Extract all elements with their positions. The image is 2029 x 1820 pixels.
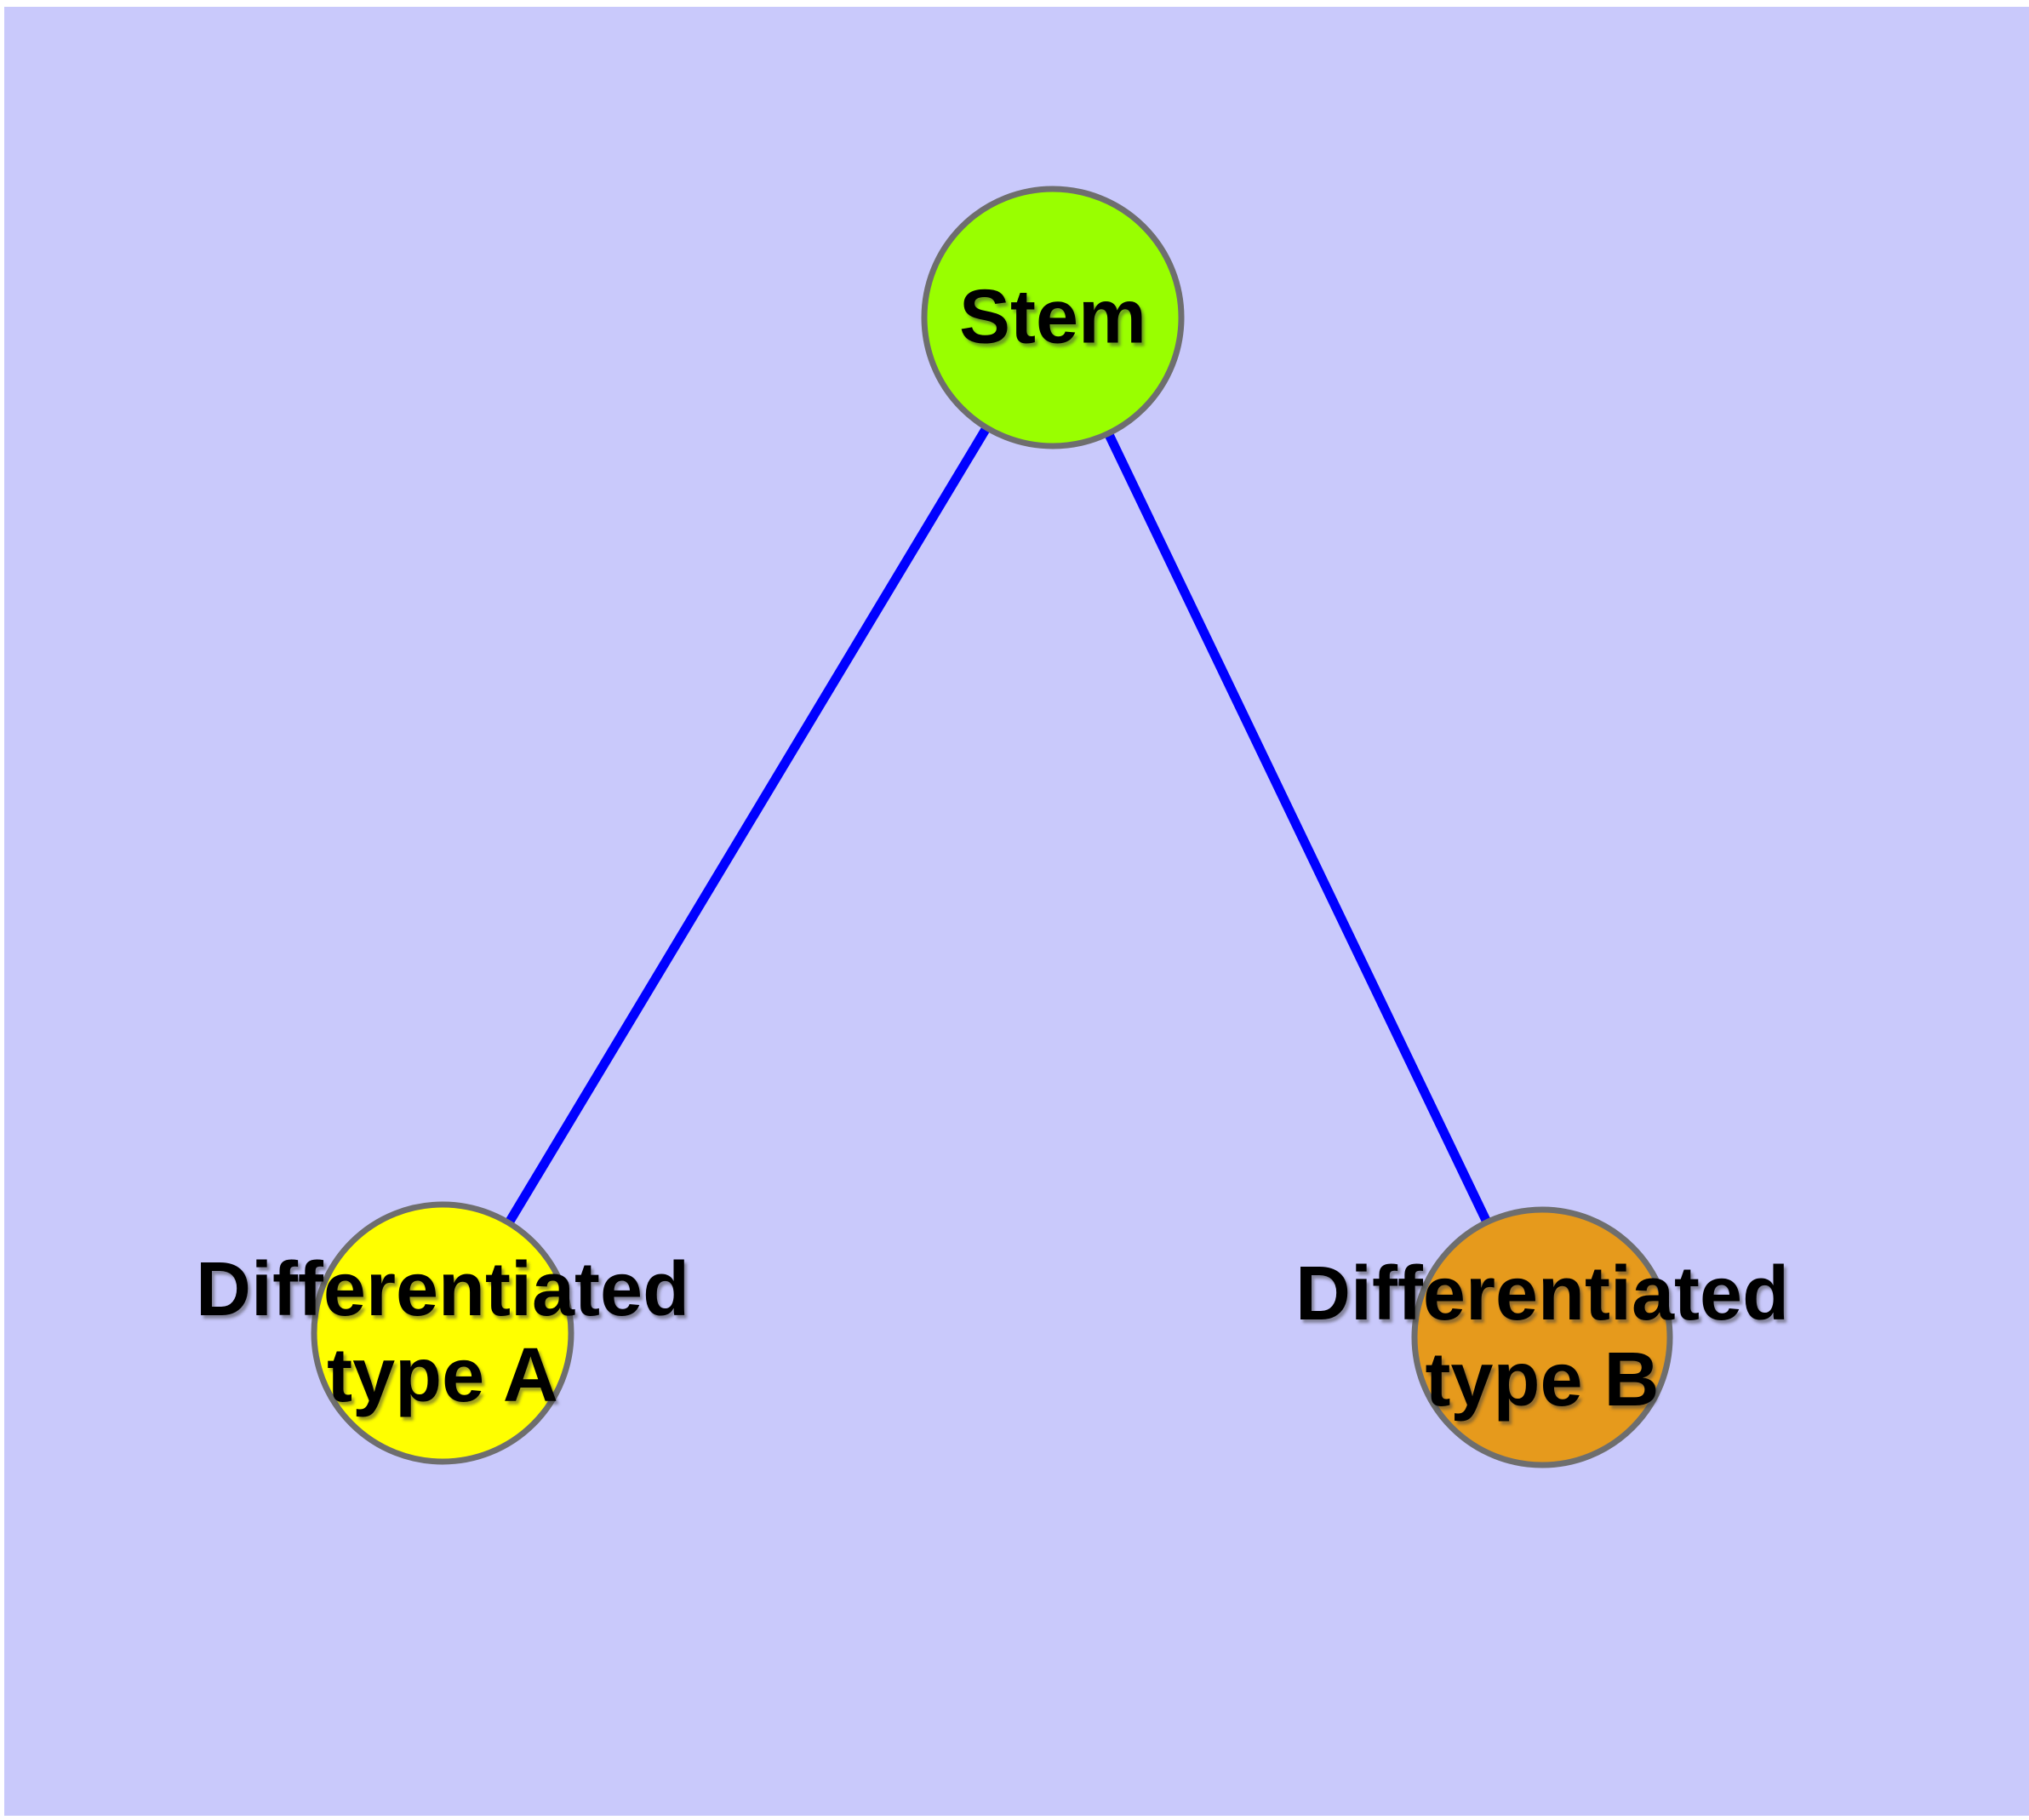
graph-svg xyxy=(311,186,1673,1468)
node-circle-stem xyxy=(921,186,1185,449)
edge-stem-to-type-a xyxy=(438,315,1057,1336)
edge-stem-to-type-b xyxy=(1049,315,1546,1340)
diagram-canvas: Stem Differentiated type A Differentiate… xyxy=(4,7,2029,1816)
node-circle-type-a xyxy=(311,1201,574,1465)
node-circle-type-b xyxy=(1411,1206,1673,1468)
